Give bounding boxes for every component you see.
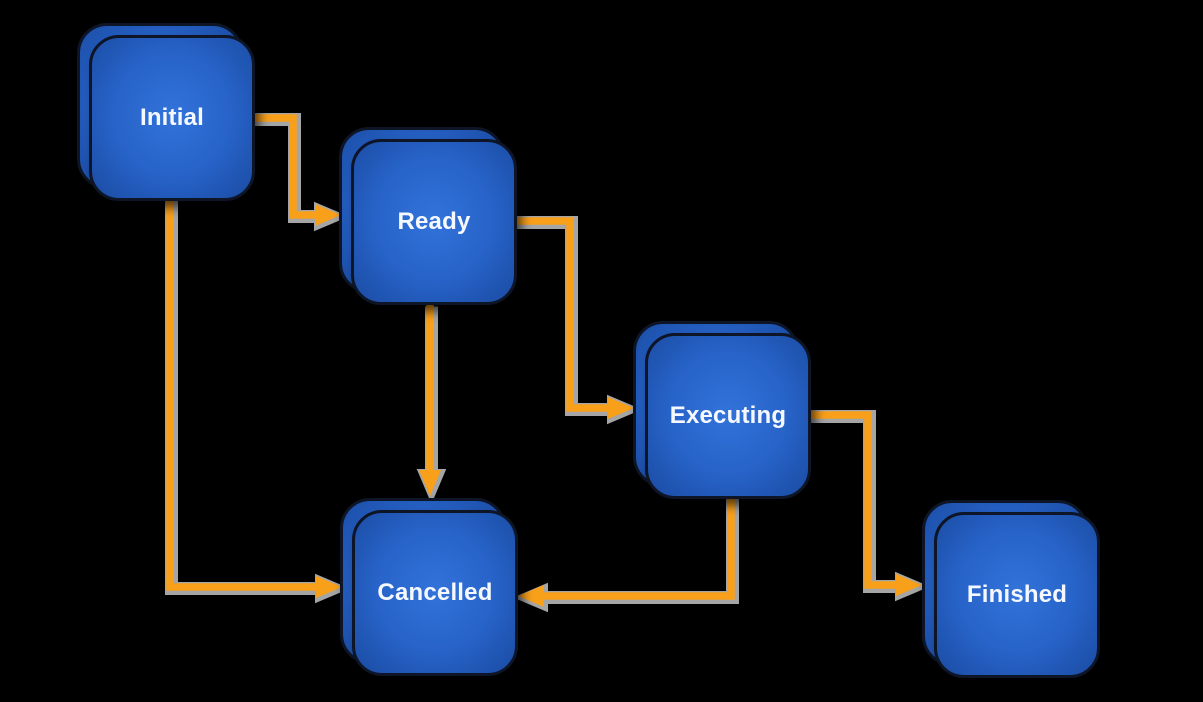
edge-shadow: [516, 216, 609, 416]
edge-shadow: [165, 200, 317, 595]
edge-ready-to-executing: [515, 216, 642, 425]
state-node-finished: Finished: [922, 500, 1100, 678]
edge-line: [166, 199, 317, 591]
state-node-executing: Executing: [633, 321, 811, 499]
edge-line: [253, 114, 316, 219]
edge-shadow: [254, 113, 316, 223]
arrowhead-icon: [608, 397, 634, 419]
arrowhead-icon: [896, 574, 922, 596]
state-label-cancelled: Cancelled: [377, 579, 493, 606]
state-node-initial: Initial: [77, 23, 255, 201]
state-label-executing: Executing: [669, 402, 787, 429]
state-label-finished: Finished: [966, 581, 1068, 608]
edge-shadow: [810, 410, 897, 593]
state-node-cancelled: Cancelled: [340, 498, 518, 676]
node-front-plate: Executing: [645, 333, 811, 499]
edge-shadow: [546, 498, 739, 604]
arrowhead-icon: [316, 576, 342, 598]
node-front-plate: Cancelled: [352, 510, 518, 676]
edge-executing-to-finished: [809, 410, 930, 602]
edge-executing-to-cancelled: [513, 497, 739, 613]
node-front-plate: Initial: [89, 35, 255, 201]
state-node-ready: Ready: [339, 127, 517, 305]
edge-line: [543, 497, 735, 600]
edge-initial-to-cancelled: [165, 199, 350, 604]
node-front-plate: Finished: [934, 512, 1100, 678]
state-label-ready: Ready: [397, 208, 471, 235]
arrowhead-icon: [315, 204, 341, 226]
arrowhead-icon: [518, 585, 544, 607]
edge-initial-to-ready: [253, 113, 349, 232]
arrowhead-icon: [419, 470, 441, 496]
state-label-initial: Initial: [139, 104, 205, 131]
edge-ready-to-cancelled: [416, 305, 447, 504]
edge-line: [809, 411, 897, 589]
node-front-plate: Ready: [351, 139, 517, 305]
edge-line: [515, 217, 609, 412]
